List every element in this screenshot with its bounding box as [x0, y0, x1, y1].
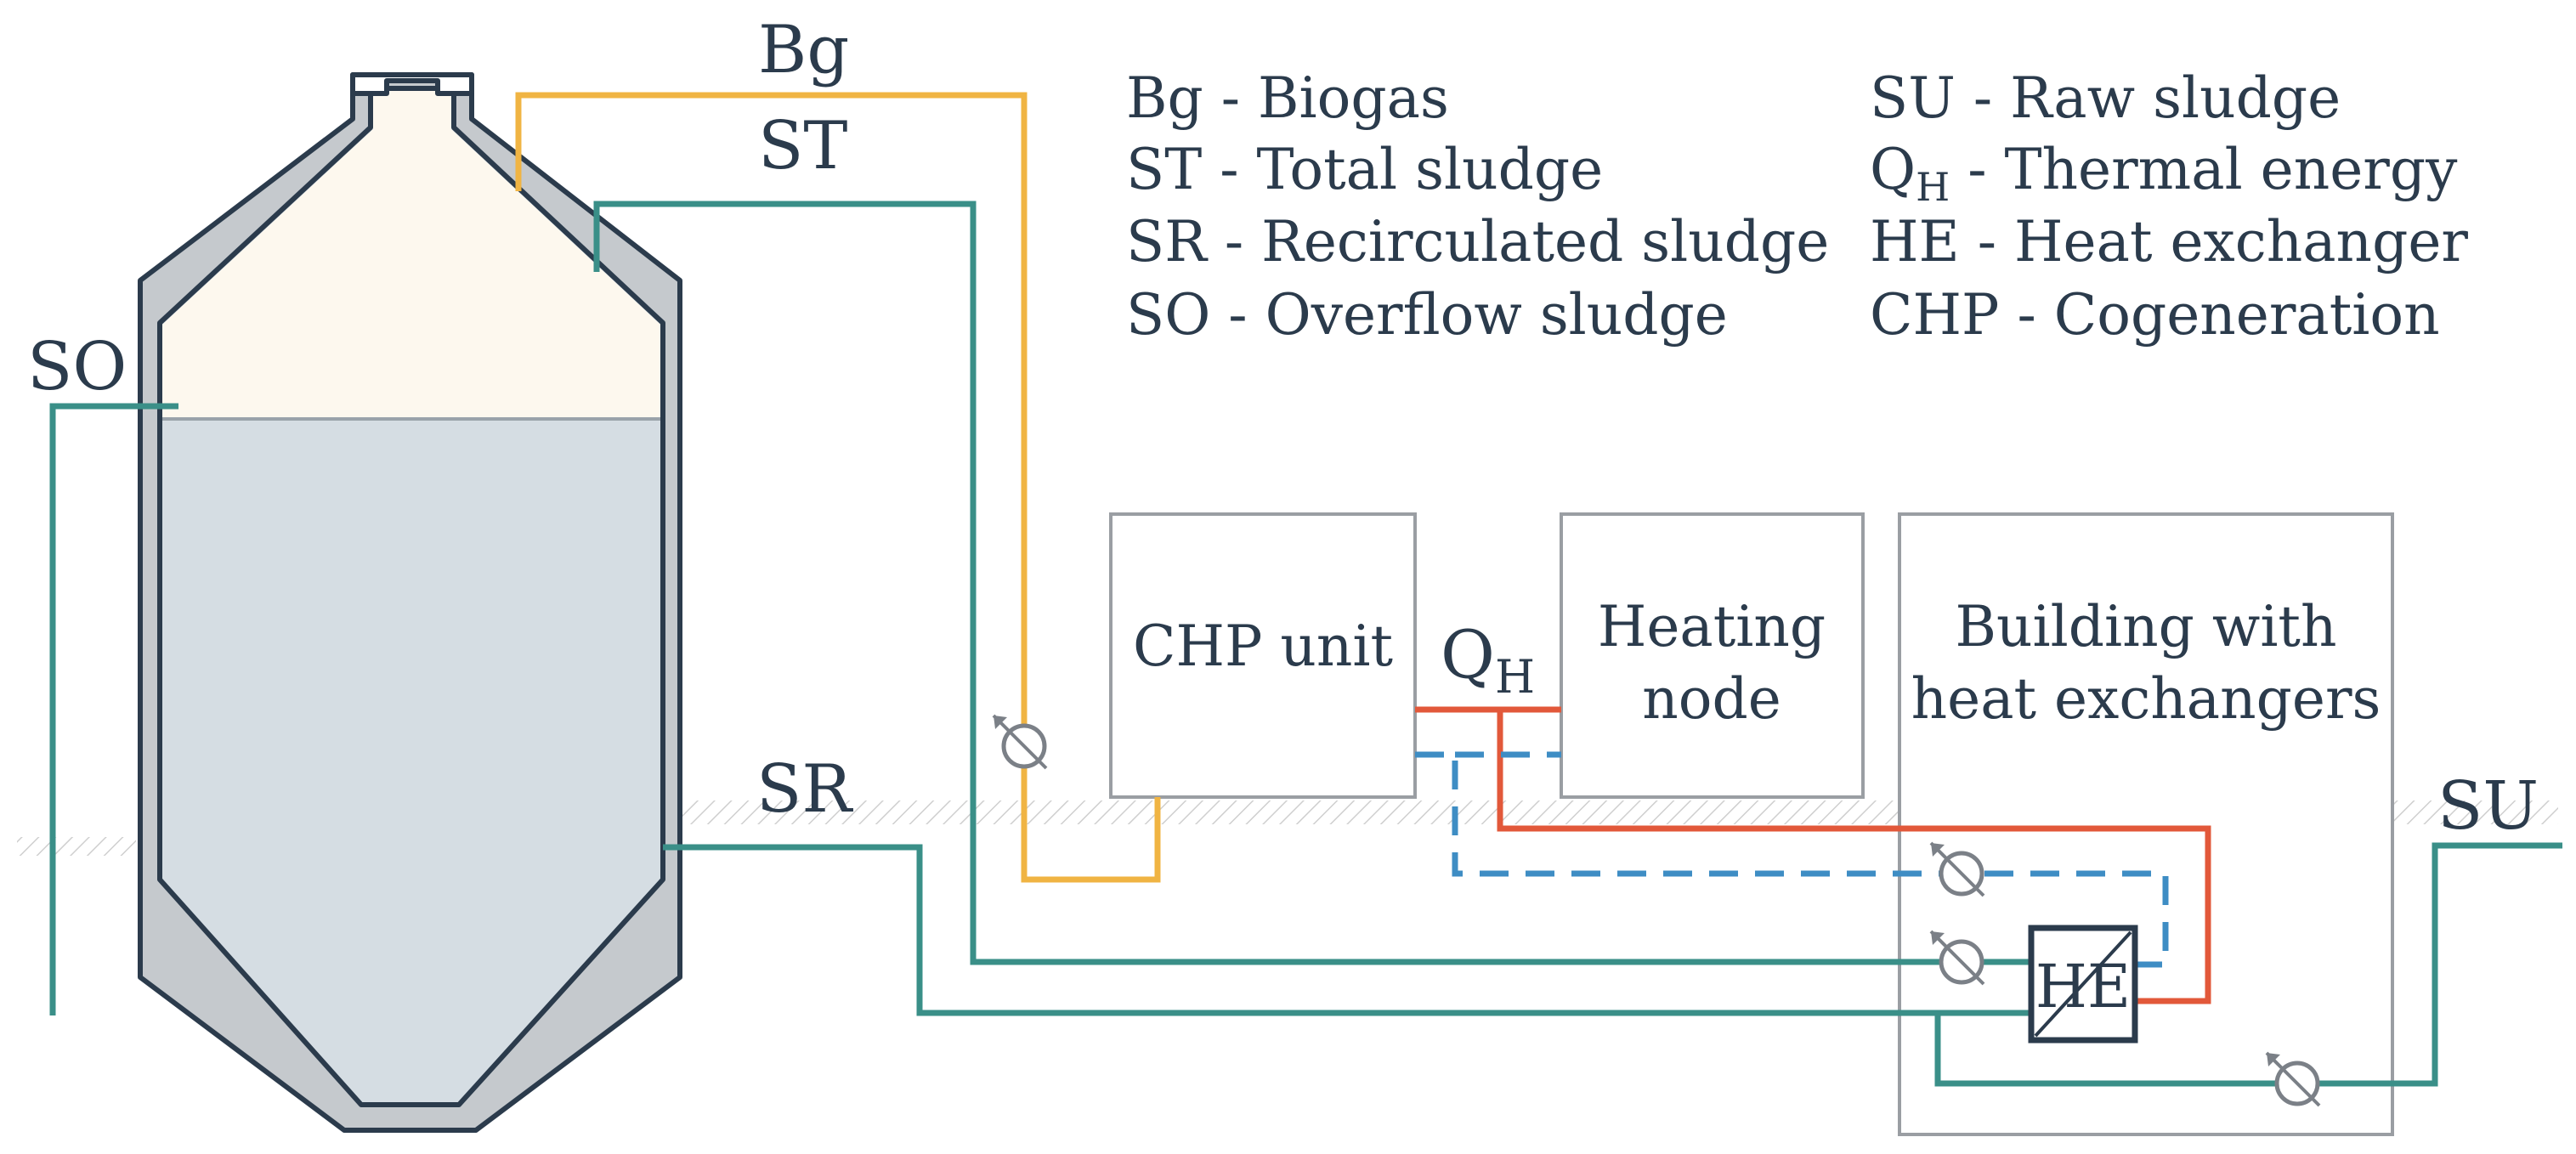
legend-st: ST - Total sludge — [1126, 137, 1603, 202]
pump-icon — [992, 714, 1048, 770]
biogas-pipe — [515, 92, 1161, 883]
recirculated-sludge-pipe — [663, 844, 2031, 1016]
chp-unit-label: CHP unit — [1133, 614, 1393, 679]
bg-label: Bg — [758, 12, 849, 88]
legend-so: SO - Overflow sludge — [1126, 282, 1728, 348]
building-label-line2: heat exchangers — [1911, 666, 2381, 732]
pump-icon — [2265, 1051, 2321, 1107]
digester-tank — [138, 72, 682, 1133]
legend-sr: SR - Recirculated sludge — [1126, 209, 1829, 274]
raw-sludge-pipe — [1934, 842, 2562, 1087]
overflow-sludge-pipe — [49, 403, 178, 1015]
tank-cap — [350, 72, 474, 96]
su-label: SU — [2437, 768, 2539, 845]
qh-label-main: Q — [1441, 617, 1495, 693]
pump-icon — [1929, 930, 1985, 986]
st-label: ST — [758, 108, 847, 184]
return-water-pipe — [1415, 751, 2169, 968]
heating-node-label-line1: Heating — [1598, 594, 1826, 659]
building-box: Building with heat exchangers — [1898, 512, 2394, 1136]
he-label: HE — [2035, 952, 2131, 1021]
heat-exchanger: HE — [2028, 925, 2138, 1044]
total-sludge-pipe — [593, 201, 2031, 965]
sr-label: SR — [756, 751, 853, 828]
legend-bg: Bg - Biogas — [1126, 65, 1449, 131]
legend-qh-main: Q — [1870, 137, 1916, 202]
legend-qh-rest: - Thermal energy — [1950, 137, 2458, 202]
qh-label: QH — [1441, 617, 1535, 704]
heating-node-label-line2: node — [1642, 666, 1781, 732]
heating-node-box: Heating node — [1560, 512, 1865, 799]
building-label-line1: Building with — [1956, 594, 2337, 659]
legend-su: SU - Raw sludge — [1870, 65, 2341, 131]
thermal-hot-pipe — [1497, 710, 2211, 1004]
qh-label-sub: H — [1495, 650, 1535, 704]
legend-chp: CHP - Cogeneration — [1870, 282, 2440, 348]
pump-icon — [1929, 841, 1985, 897]
legend-qh: QH - Thermal energy — [1870, 137, 2458, 210]
legend-qh-sub: H — [1916, 164, 1950, 210]
so-label: SO — [27, 329, 127, 405]
legend: Bg - Biogas ST - Total sludge SR - Recir… — [1126, 65, 2468, 348]
chp-unit-box: CHP unit — [1109, 512, 1417, 799]
gas-space — [162, 91, 660, 419]
legend-he: HE - Heat exchanger — [1870, 209, 2468, 274]
